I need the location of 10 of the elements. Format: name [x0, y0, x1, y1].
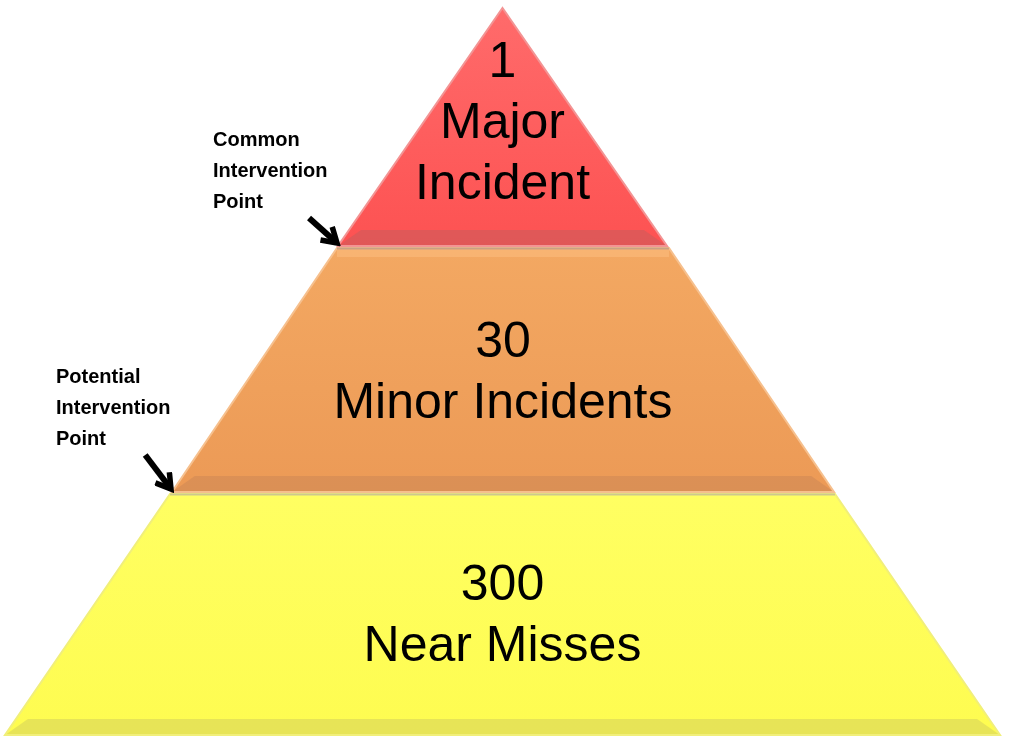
tier-label: Major Incident	[414, 92, 591, 212]
tier-count: 1	[488, 31, 517, 90]
tier-label: Minor Incidents	[333, 372, 673, 431]
tier-count: 300	[460, 554, 545, 613]
arrow	[142, 453, 174, 492]
annotation-text: Common Intervention Point	[213, 124, 328, 217]
arrow	[307, 215, 340, 246]
annotation-text: Potential Intervention Point	[56, 361, 171, 454]
tier-count: 30	[475, 311, 531, 370]
tier-label: Near Misses	[363, 615, 642, 674]
